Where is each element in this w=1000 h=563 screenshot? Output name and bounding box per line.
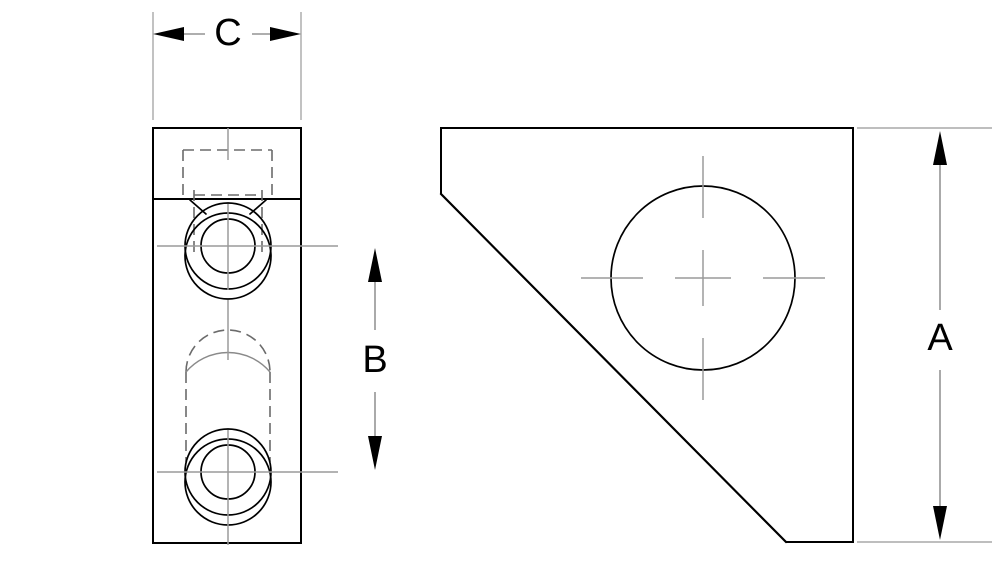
- b-arrowhead-bottom-icon: [368, 436, 382, 470]
- dimension-label-c: C: [214, 12, 241, 54]
- upper-hole-rear-circle: [184, 212, 272, 300]
- b-arrowhead-top-icon: [368, 248, 382, 282]
- dimension-label-b: B: [362, 339, 387, 381]
- dimension-label-a: A: [927, 317, 953, 359]
- side-view-lower-bore-hidden: [185, 329, 271, 462]
- dimension-a-group: A: [857, 127, 992, 543]
- c-arrowhead-right-icon: [270, 27, 301, 41]
- a-arrowhead-bottom-icon: [933, 506, 947, 540]
- front-view-outline: [440, 127, 854, 543]
- side-view-upper-bore-hidden: [193, 190, 263, 256]
- lower-bore-hidden-dome: [185, 329, 271, 373]
- front-view-chamfer-edge: [439, 192, 788, 544]
- lower-hole-rear-circle: [184, 438, 272, 526]
- side-view-outline: [152, 127, 302, 544]
- a-arrowhead-top-icon: [933, 131, 947, 165]
- dimension-b-group: B: [362, 248, 388, 470]
- front-view: [439, 127, 854, 544]
- dimension-c-group: C: [152, 12, 302, 120]
- upper-hole-chamfer-left: [189, 199, 207, 215]
- upper-hole-chamfer-right: [249, 199, 267, 215]
- side-view: [152, 127, 338, 545]
- c-arrowhead-left-icon: [153, 27, 184, 41]
